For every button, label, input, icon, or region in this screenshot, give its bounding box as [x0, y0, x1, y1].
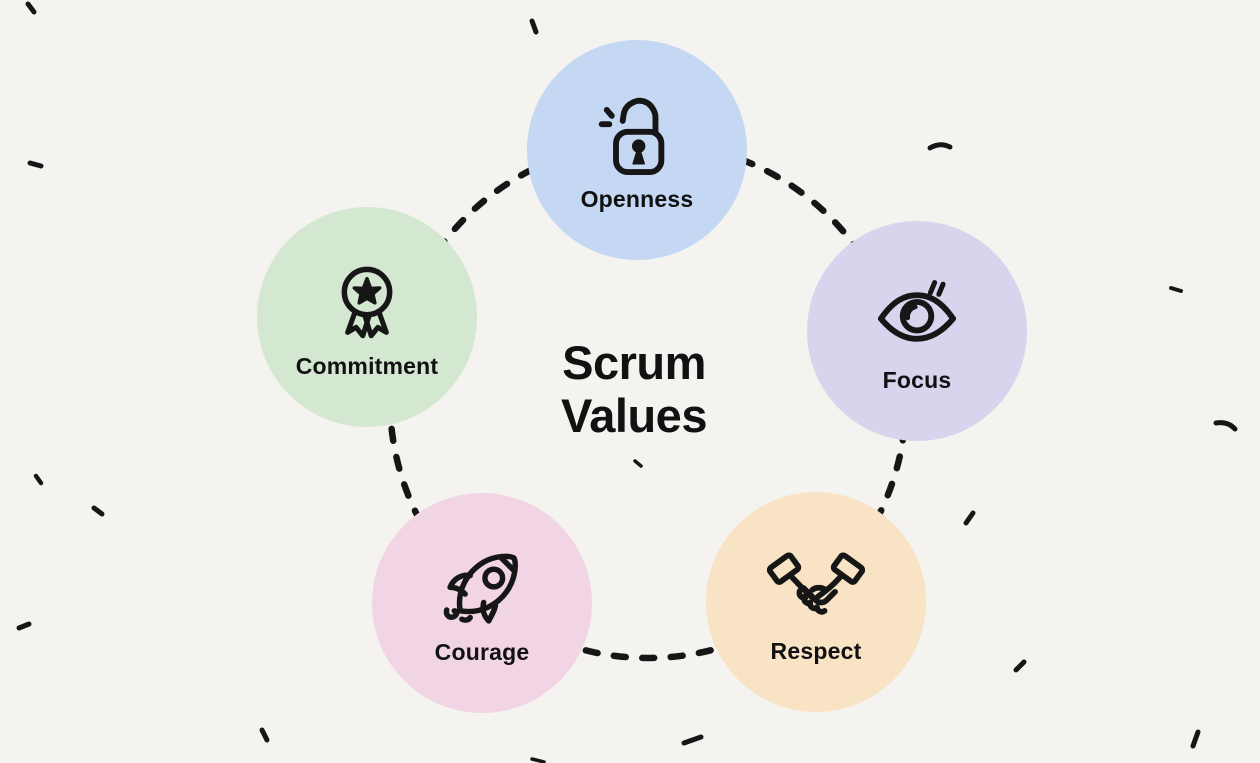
scattered-dash-decorations	[16, 1, 1238, 763]
value-circle-respect: Respect	[706, 492, 926, 712]
rocket-icon	[437, 547, 527, 631]
handshake-icon	[767, 546, 865, 630]
award-ribbon-icon	[325, 261, 409, 345]
value-label: Courage	[434, 638, 530, 665]
value-circle-commitment: Commitment	[257, 207, 477, 427]
value-label: Focus	[882, 366, 952, 393]
value-circle-openness: Openness	[527, 40, 747, 260]
value-label: Respect	[770, 637, 862, 664]
open-lock-icon	[595, 94, 679, 178]
diagram-title: Scrum Values	[561, 336, 707, 442]
value-circle-courage: Courage	[372, 493, 592, 713]
value-label: Openness	[580, 185, 694, 212]
eye-icon	[869, 275, 965, 359]
title-line-1: Scrum	[562, 335, 706, 389]
title-line-2: Values	[561, 389, 707, 442]
value-label: Commitment	[295, 352, 439, 379]
value-circle-focus: Focus	[807, 221, 1027, 441]
